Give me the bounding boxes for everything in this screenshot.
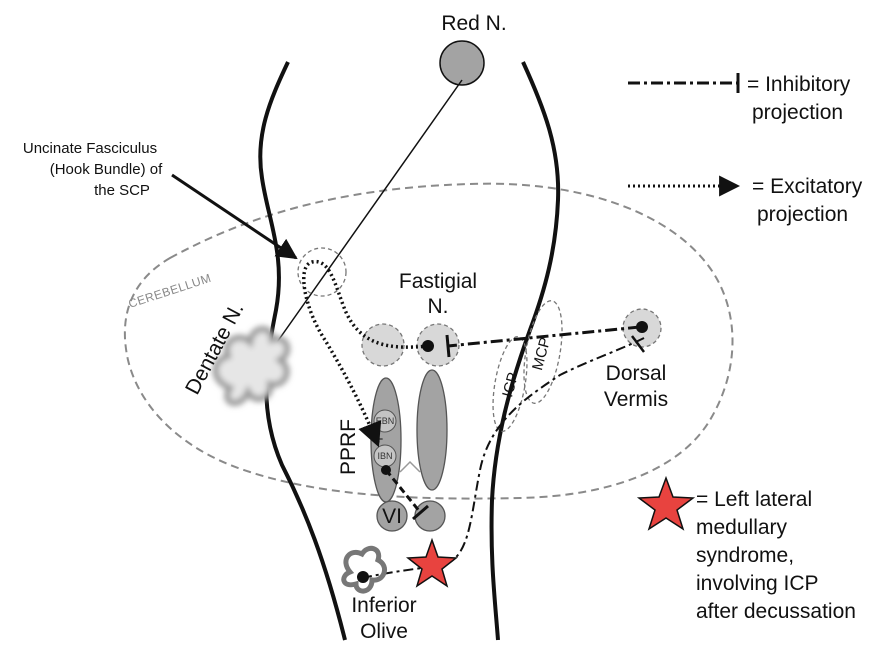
ibn-output-dot (381, 465, 391, 475)
legend-star-icon (639, 478, 693, 529)
vermis-output-dot (636, 321, 648, 333)
inferior-olive-label-line1: Inferior (351, 594, 416, 617)
dorsal-vermis-label-line2: Vermis (604, 388, 668, 411)
cerebellum-label: CEREBELLUM (127, 271, 213, 311)
midline-chevron (400, 462, 420, 472)
legend-star-label-line3: syndrome, (696, 544, 794, 567)
legend-inhibitory-label-line2: projection (752, 101, 843, 124)
legend-star-label-line2: medullary (696, 516, 788, 539)
legend-star-label-line1: = Left lateral (696, 488, 812, 511)
legend-star-label-line4: involving ICP (696, 572, 819, 595)
legend-star-label-line5: after decussation (696, 600, 856, 623)
mcp-label: MCP (529, 336, 554, 373)
red-nucleus-circle (440, 41, 484, 85)
fastigial-output-dot (422, 340, 434, 352)
red-nucleus-label: Red N. (441, 12, 506, 35)
uncinate-label-line1: Uncinate Fasciculus (23, 140, 157, 157)
olive-climbing-fiber-projection (362, 338, 644, 578)
icp-label: ICP (499, 371, 522, 400)
dorsal-vermis-label-line1: Dorsal (606, 362, 667, 385)
pprf-label: PPRF (337, 419, 360, 475)
uncinate-label-line2: (Hook Bundle) of (50, 161, 163, 178)
uncinate-label-line3: the SCP (94, 182, 150, 199)
ibn-label: IBN (377, 451, 392, 461)
lesion-star-icon (408, 540, 456, 586)
vi-right-circle (415, 501, 445, 531)
vi-label: VI (382, 505, 402, 528)
fastigial-label-line1: Fastigial (399, 270, 477, 293)
olive-output-dot (357, 571, 369, 583)
fastigial-label-line2: N. (428, 295, 449, 318)
pprf-right-ellipse (417, 370, 447, 490)
inferior-olive-shape (344, 548, 385, 591)
legend-inhibitory-label-line1: = Inhibitory (747, 73, 851, 96)
legend-excitatory-label-line2: projection (757, 203, 848, 226)
ebn-label: EBN (376, 416, 395, 426)
inferior-olive-label-line2: Olive (360, 620, 408, 643)
uncinate-pointer-arrow (172, 175, 296, 258)
legend-excitatory-label-line1: = Excitatory (752, 175, 863, 198)
inhibitory-vermis-tbar (447, 335, 449, 357)
